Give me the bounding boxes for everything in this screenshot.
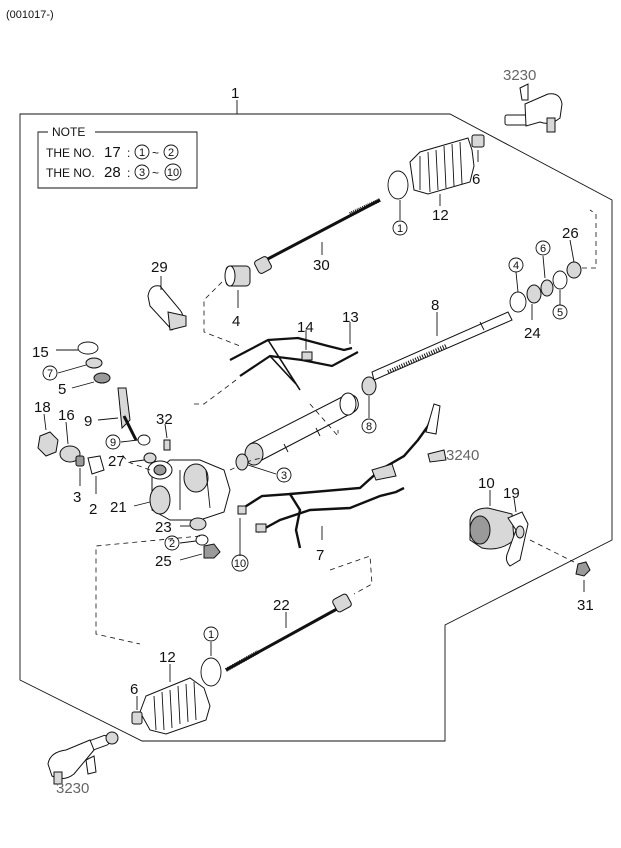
boot-12-top: 12 (409, 137, 475, 224)
pinion-seals: 15 7 5 9 (32, 341, 138, 441)
label-p8: 8 (431, 297, 439, 314)
nut-6-top: 6 (471, 134, 485, 188)
mount-10-bracket-19: 10 19 (469, 475, 529, 567)
dash-leader-left (95, 535, 201, 645)
circled-c10: 10 (234, 558, 246, 570)
label-p14: 14 (297, 319, 314, 336)
label-p23: 23 (155, 519, 172, 536)
dash-leader-26 (582, 209, 597, 269)
diagram-code: (001017-) (6, 9, 54, 21)
label-p18: 18 (34, 399, 51, 416)
tie-rod-end-bottom: 3230 (47, 731, 119, 797)
label-p9: 9 (84, 413, 92, 430)
nut-18-cap-16: 18 16 (34, 399, 81, 463)
note-line2-number: 28 (104, 164, 121, 181)
label-p6-top: 6 (472, 171, 480, 188)
dash-leader-4 (203, 281, 241, 347)
label-p5-left: 5 (58, 381, 66, 398)
dash-leader-22 (329, 555, 373, 595)
circled-c3: 3 (281, 470, 287, 482)
circled-c8: 8 (366, 421, 372, 433)
bushing-4-left: 4 (224, 265, 251, 330)
circled-c7: 7 (47, 368, 53, 380)
label-tie-rod-end-top: 3230 (503, 67, 536, 84)
label-p24: 24 (524, 325, 541, 342)
assembly-boundary (19, 113, 613, 742)
note-line1-number: 17 (104, 144, 121, 161)
circled-c9: 9 (110, 437, 116, 449)
parts-23-2-25: 23 2 25 (155, 517, 221, 570)
label-p15: 15 (32, 344, 49, 361)
nut-6-bottom: 6 (130, 681, 143, 725)
label-p6-bottom: 6 (130, 681, 138, 698)
dash-leader-31 (529, 539, 575, 563)
circled-c6-right: 6 (540, 243, 546, 255)
ring-c3: 3 (235, 453, 292, 483)
label-assembly: 1 (231, 85, 239, 102)
dash-leader-14 (190, 379, 237, 405)
note-line2-sep: : (127, 166, 130, 180)
boot-12-bottom: 12 (139, 649, 211, 735)
note-title: NOTE (52, 125, 85, 139)
pipes-14-13: 14 13 (229, 309, 359, 391)
label-p27: 27 (108, 453, 125, 470)
circled-c1-top: 1 (397, 223, 403, 235)
note-line1-from: 1 (139, 147, 145, 159)
screw-3-bolt-2: 3 2 (73, 455, 105, 518)
label-p3: 3 (73, 489, 81, 506)
note-line2-prefix: THE NO. (46, 166, 95, 180)
label-p12-top: 12 (432, 207, 449, 224)
note-line1-tilde: ~ (152, 146, 159, 160)
dash-leader-21 (119, 451, 151, 471)
label-p16: 16 (58, 407, 75, 424)
rack-housing-tube (244, 392, 359, 466)
label-p21: 21 (110, 499, 127, 516)
label-p13: 13 (342, 309, 359, 326)
label-p25: 25 (155, 553, 172, 570)
pipes-7: 7 10 (231, 403, 441, 572)
label-p32: 32 (156, 411, 173, 428)
part-3240: 3240 (427, 447, 479, 464)
clip-1-bottom: 1 (200, 626, 222, 687)
gear-housing-21: 21 (110, 459, 231, 521)
note-box: NOTE THE NO. 17 : 1 ~ 2 THE NO. 28 : 3 ~… (37, 125, 198, 189)
note-line2-from: 3 (139, 167, 145, 179)
clip-1-top: 1 (387, 170, 409, 236)
label-p31: 31 (577, 597, 594, 614)
label-p12-bottom: 12 (159, 649, 176, 666)
label-p3240: 3240 (446, 447, 479, 464)
label-p29: 29 (151, 259, 168, 276)
label-p30: 30 (313, 257, 330, 274)
note-line1-prefix: THE NO. (46, 146, 95, 160)
label-p19: 19 (503, 485, 520, 502)
label-p26: 26 (562, 225, 579, 242)
rings-right: 26 6 4 5 24 (508, 225, 582, 342)
label-p2: 2 (89, 501, 97, 518)
small-parts-9-27-32: 9 27 32 (105, 411, 173, 470)
tie-rod-end-top: 3230 (503, 67, 563, 133)
clamp-29: 29 (147, 259, 187, 331)
circled-c4-right: 4 (513, 260, 519, 272)
circled-c2: 2 (169, 538, 175, 550)
tie-rod-22: 22 (225, 593, 352, 672)
circled-c1-bottom: 1 (208, 629, 214, 641)
dash-leader-21b (229, 457, 263, 471)
note-line2-to: 10 (167, 167, 179, 179)
note-line1-sep: : (127, 146, 130, 160)
label-p7: 7 (316, 547, 324, 564)
label-tie-rod-end-bottom: 3230 (56, 780, 89, 797)
rack-8: 8 8 (361, 297, 513, 434)
dash-leader-8 (309, 403, 339, 438)
label-p4-left: 4 (232, 313, 240, 330)
tie-rod-30: 30 (254, 198, 381, 274)
label-p22: 22 (273, 597, 290, 614)
nut-31: 31 (575, 561, 594, 614)
label-p10: 10 (478, 475, 495, 492)
note-line2-tilde: ~ (152, 166, 159, 180)
note-line1-to: 2 (168, 147, 174, 159)
circled-c5-right: 5 (557, 307, 563, 319)
